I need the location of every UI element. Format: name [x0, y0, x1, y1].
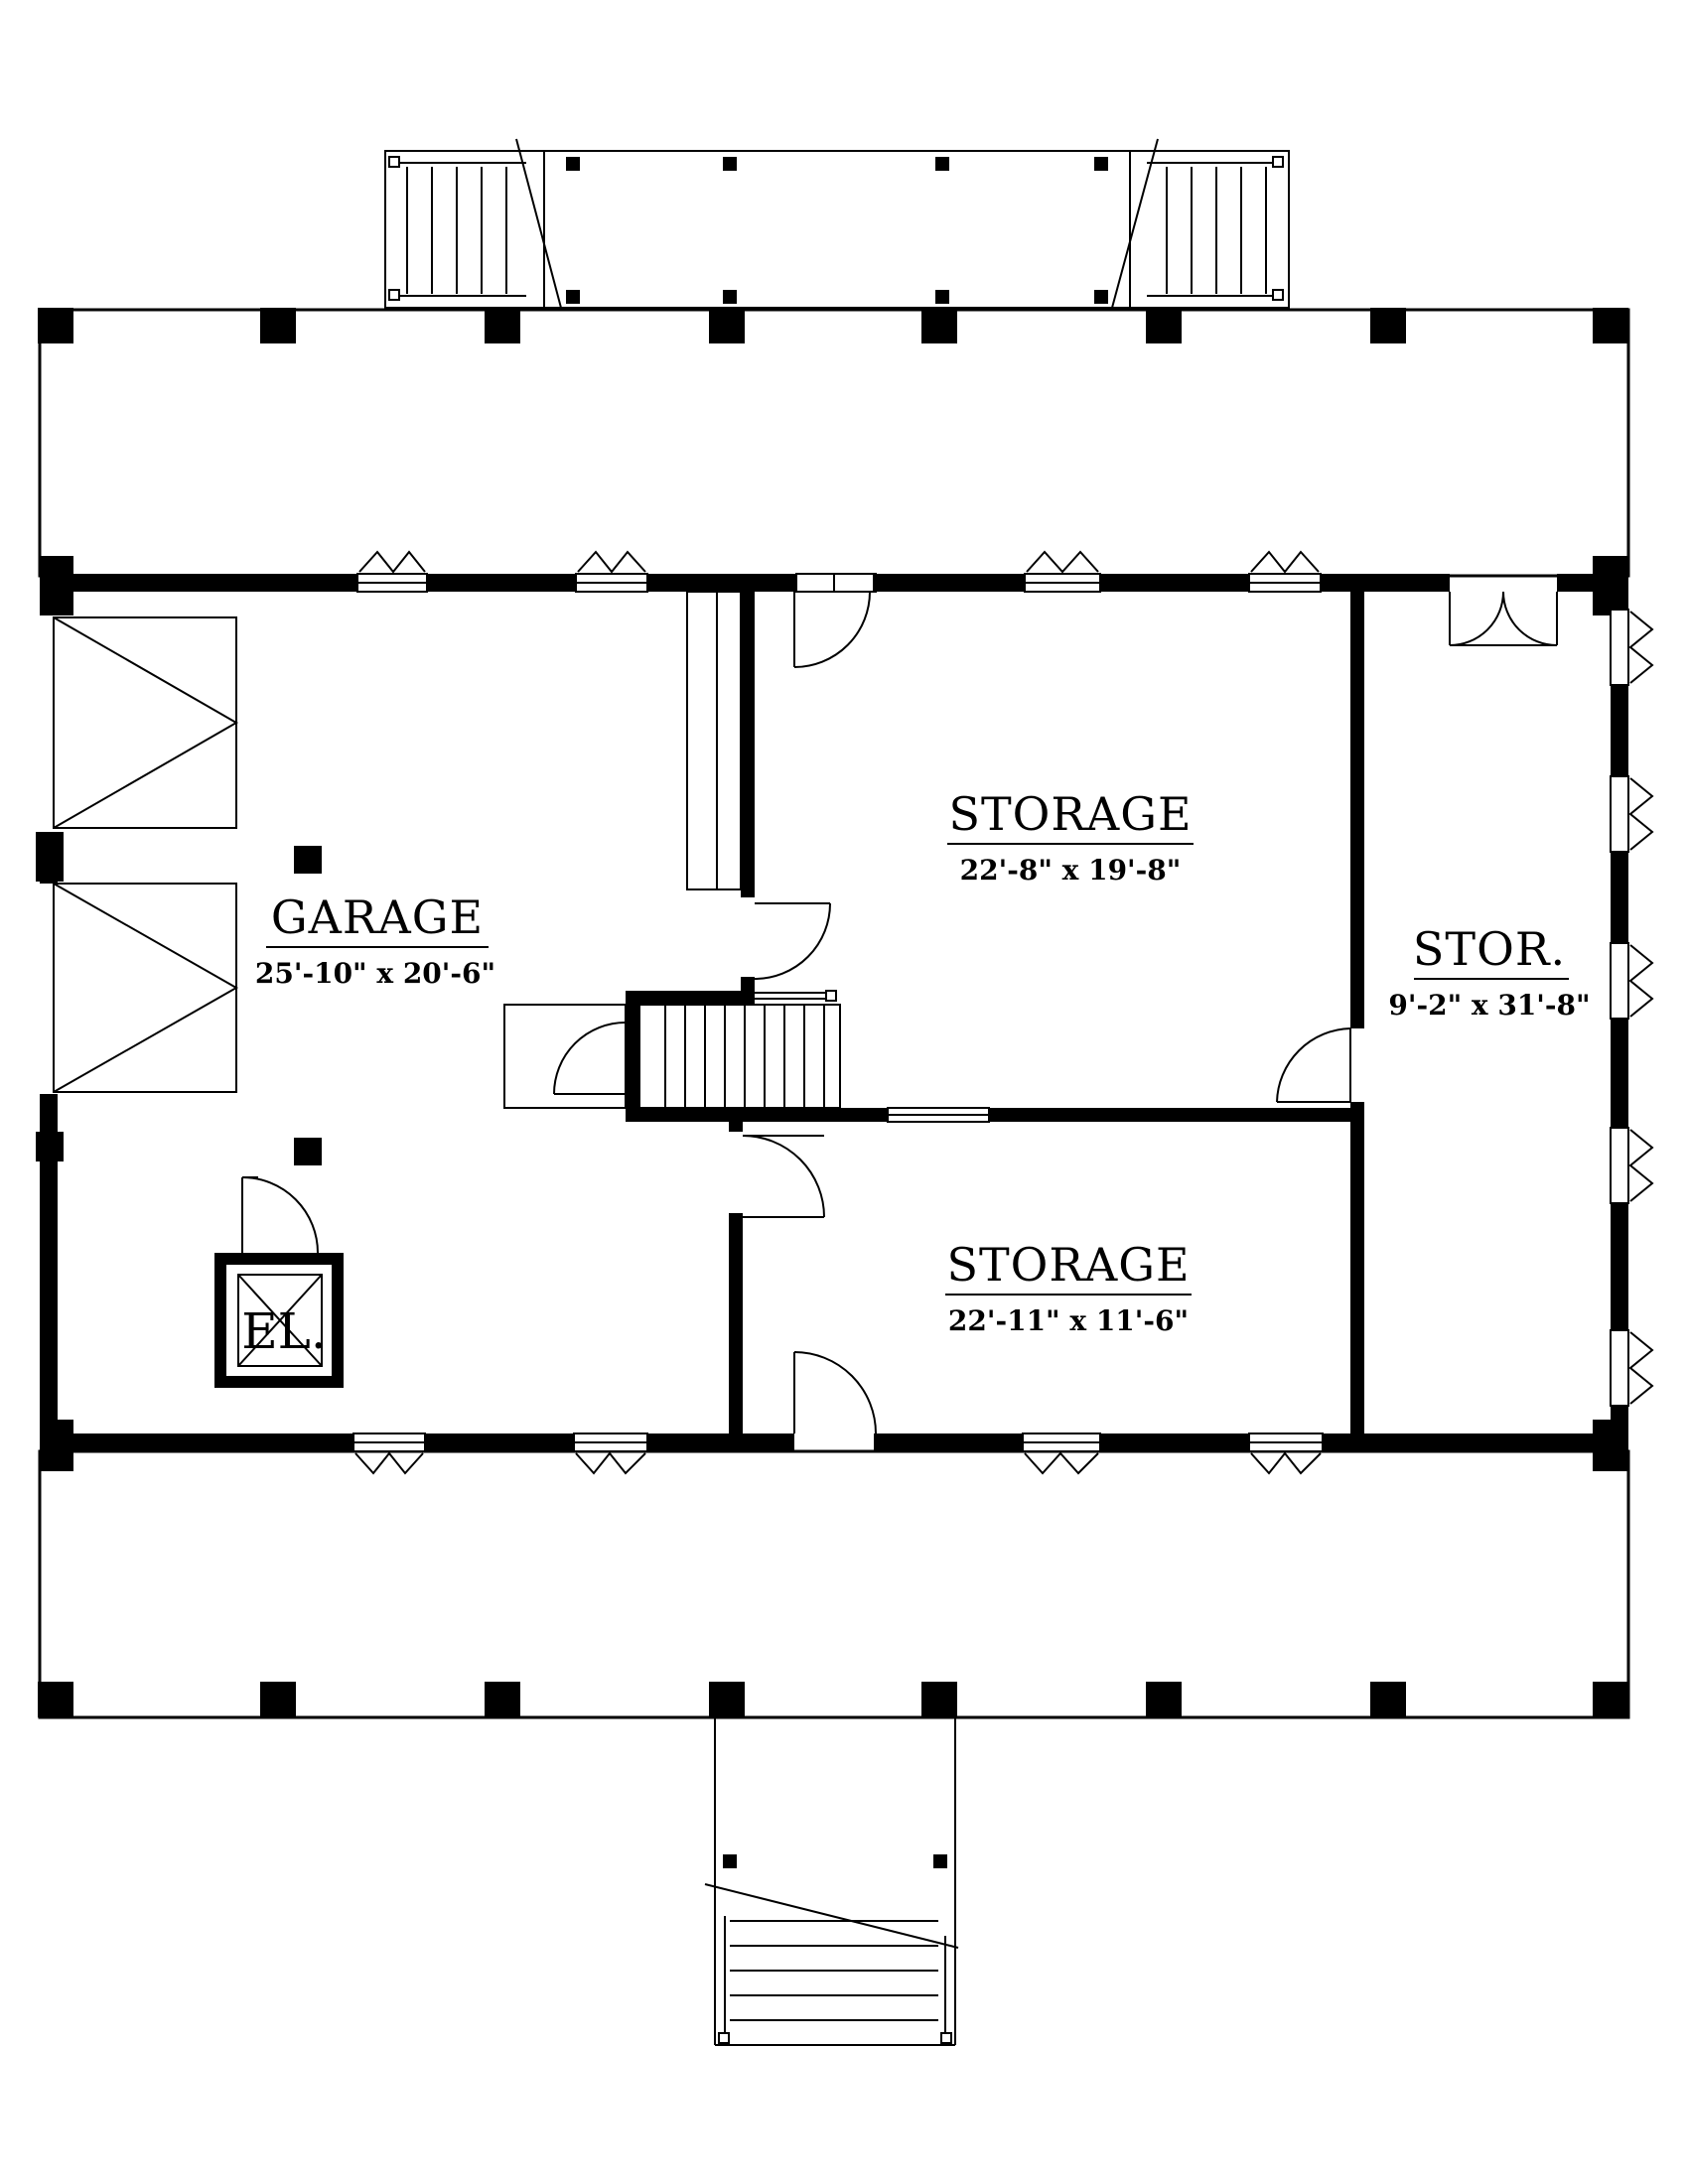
elevator-label: EL. [241, 1302, 327, 1360]
storage-2-dimensions: 22'-11" x 11'-6" [948, 1304, 1189, 1337]
interior-window [887, 1107, 990, 1123]
bottom-porch [38, 1449, 1630, 1719]
doors [241, 591, 1558, 1434]
stor-label: STOR. [1413, 922, 1566, 976]
garage-dimensions: 25'-10" x 20'-6" [255, 957, 495, 990]
top-windows [356, 550, 1322, 593]
room-labels: GARAGE 25'-10" x 20'-6" STORAGE 22'-8" x… [241, 787, 1590, 1360]
storage-2-label: STORAGE [946, 1238, 1190, 1292]
garage-columns [294, 846, 322, 1165]
front-landing [384, 138, 1290, 309]
garage-doors [53, 616, 239, 1093]
storage-1-label: STORAGE [948, 787, 1192, 841]
interior-stair-upper [686, 591, 742, 890]
rear-landing [704, 1717, 959, 2046]
top-porch-columns [38, 308, 1628, 343]
garage-label: GARAGE [271, 890, 484, 944]
exterior-walls [36, 556, 1628, 1471]
landing-posts [566, 157, 1108, 304]
elevator [214, 1253, 344, 1388]
interior-walls [626, 592, 1364, 1433]
right-windows [1610, 609, 1654, 1407]
top-porch [38, 308, 1630, 578]
storage-1-dimensions: 22'-8" x 19'-8" [960, 854, 1182, 887]
stor-dimensions: 9'-2" x 31'-8" [1388, 989, 1590, 1022]
bottom-windows [352, 1433, 1324, 1475]
bottom-porch-columns [38, 1682, 1628, 1717]
